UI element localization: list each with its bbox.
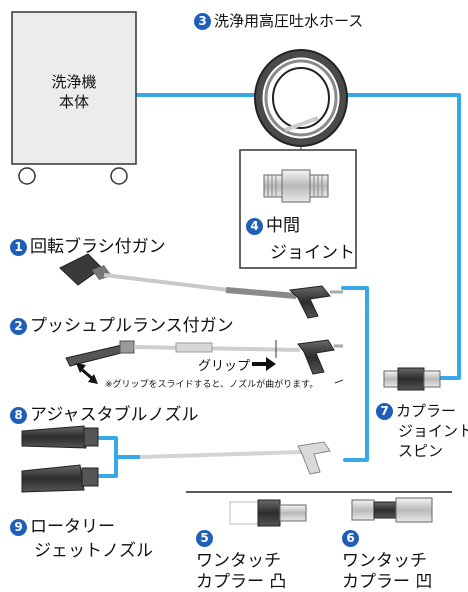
nozzle8-label-text: アジャスタブルノズル [30, 405, 199, 425]
gun1-number-badge: 1 [10, 238, 27, 256]
coupler5-number-badge: 5 [196, 529, 213, 547]
washer-unit [11, 11, 137, 185]
grip-label: グリップ [198, 359, 251, 374]
line-gun-bracket [341, 286, 369, 462]
joint-label-2: ジョイント [270, 243, 355, 263]
gun2-number-badge: 2 [10, 317, 27, 335]
grip-note-leader [334, 379, 344, 384]
coupler-male [229, 499, 307, 527]
nozzle9-label-text: ロータリー [30, 517, 115, 537]
coupler7-label-3: スピン [398, 442, 444, 460]
intermediate-joint [263, 169, 329, 203]
joint-number-badge: 4 [246, 217, 263, 235]
hose-coil [254, 49, 348, 147]
coupler5-label-2: カプラー 凸 [196, 572, 287, 592]
nozzle9-number-badge: 9 [10, 518, 27, 536]
hose-label-text: 洗浄用高圧吐水ホース [214, 12, 364, 30]
coupler-female [351, 497, 433, 523]
grip-note: ※グリップをスライドすると、ノズルが曲がります。 [105, 380, 319, 390]
coupler-joint-spin [383, 367, 441, 391]
coupler7-number-badge: 7 [376, 403, 393, 420]
nozzle-lance-gun [139, 441, 331, 475]
push-pull-lance-gun [65, 339, 343, 375]
coupler6-number: 6 [342, 528, 362, 548]
line-nozzle-bracket [98, 436, 118, 478]
nozzle8-number-badge: 8 [10, 406, 27, 424]
coupler6-number-badge: 6 [342, 529, 359, 547]
hose-number-badge: 3 [194, 13, 211, 30]
gun2-label-text: プッシュプルランス付ガン [30, 316, 234, 336]
coupler7-label-2: ジョイント [398, 422, 468, 440]
coupler5-label: ワンタッチ [196, 551, 281, 571]
rotary-jet-nozzle [21, 464, 99, 493]
joint-label-text: 中間 [266, 216, 300, 236]
connection-lines [98, 93, 461, 478]
coupler7-label-text: カプラー [396, 402, 457, 420]
adjustable-nozzle [21, 425, 99, 449]
washer-unit-label: 洗浄機 本体 [51, 73, 97, 111]
coupler5-number: 5 [196, 528, 216, 548]
nozzle9-label-2: ジェットノズル [34, 541, 153, 561]
coupler6-label: ワンタッチ [342, 551, 427, 571]
grip-arrow-icon [252, 357, 276, 371]
gun1-label-text: 回転ブラシ付ガン [30, 237, 166, 257]
bend-arrow-icon [76, 363, 98, 384]
coupler6-label-2: カプラー 凹 [342, 572, 433, 592]
line-hose-to-coupler [345, 93, 461, 380]
rotary-brush-gun [59, 253, 343, 319]
